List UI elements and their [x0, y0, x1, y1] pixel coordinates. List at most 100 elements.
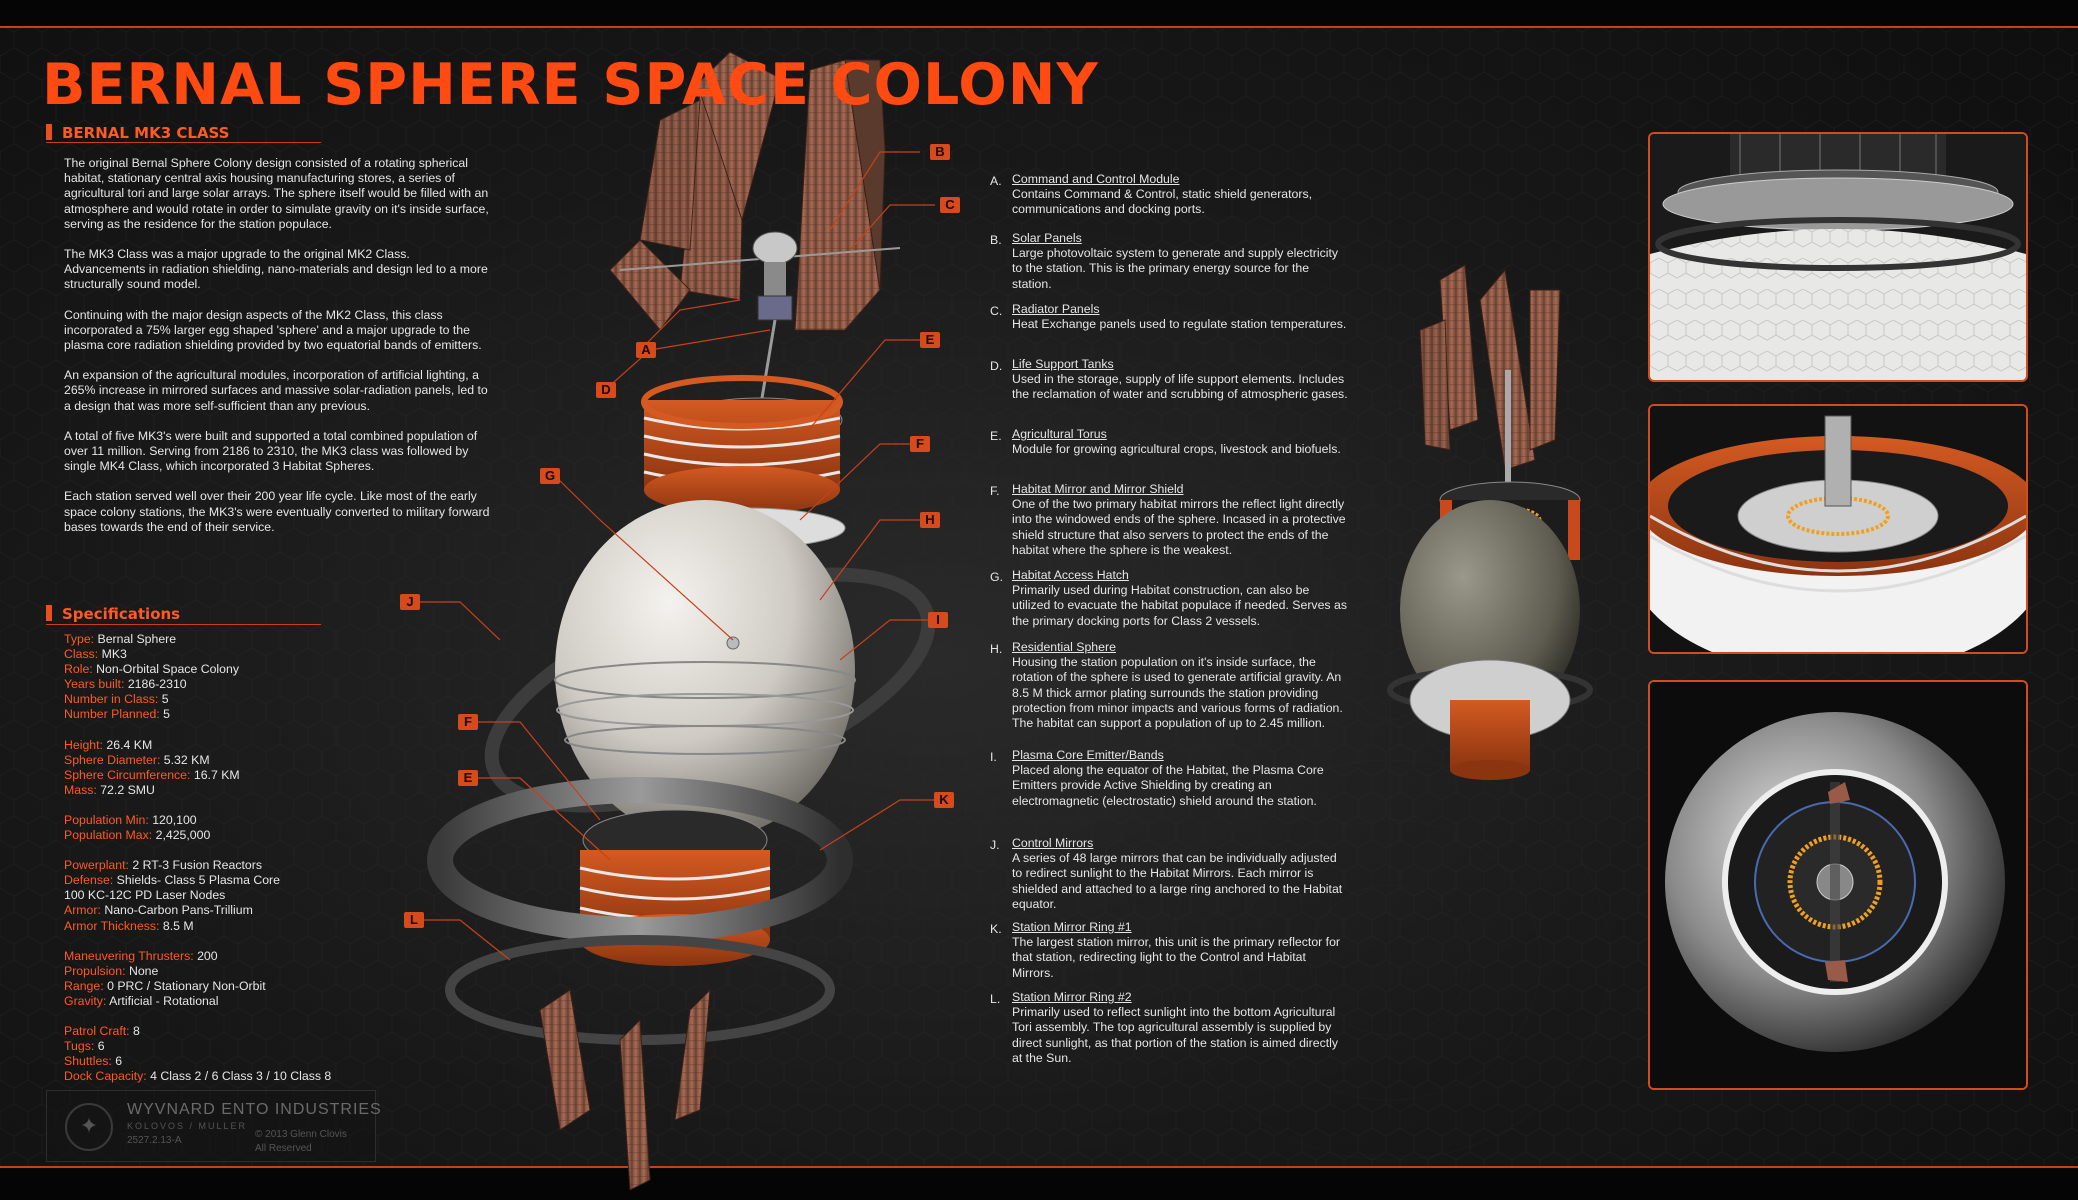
spec-label: Number in Class:	[64, 692, 159, 707]
callout-label: H	[920, 512, 940, 528]
spec-row: Maneuvering Thrusters: 200	[64, 949, 424, 964]
spec-value: None	[128, 963, 159, 978]
spec-group-spacer	[64, 723, 424, 738]
spec-label: Sphere Circumference:	[64, 767, 191, 782]
detail-panel-top-view	[1648, 680, 2028, 1090]
legend-description: Placed along the equator of the Habitat,…	[1012, 763, 1324, 808]
class-heading: BERNAL MK3 CLASS	[46, 124, 230, 142]
station-side-view	[1387, 264, 1593, 780]
legend-name: Radiator Panels	[1012, 302, 1100, 316]
company-subtitle: KOLOVOS / MULLER	[127, 1121, 248, 1131]
legend-name: Life Support Tanks	[1012, 357, 1114, 371]
intro-text: The original Bernal Sphere Colony design…	[64, 156, 490, 550]
station-mirror-ring-1	[427, 777, 853, 943]
spec-label: Range:	[64, 978, 104, 993]
callout-label: F	[910, 436, 930, 452]
spec-value: 6	[115, 1054, 123, 1069]
spec-value: 2186-2310	[127, 677, 187, 692]
spec-group-spacer	[64, 1009, 424, 1024]
spec-value: Artificial - Rotational	[109, 993, 219, 1008]
legend-description: Primarily used during Habitat constructi…	[1012, 583, 1347, 628]
spec-row: Armor Thickness: 8.5 M	[64, 919, 424, 934]
spec-value: Bernal Sphere	[97, 632, 177, 646]
spec-row: Defense: Shields- Class 5 Plasma Core	[64, 873, 424, 888]
spec-value: 200	[197, 948, 218, 963]
detail-panel-torus	[1648, 404, 2028, 654]
spec-value: 6	[97, 1039, 105, 1054]
spec-row: Gravity: Artificial - Rotational	[64, 994, 424, 1009]
spec-value: 4 Class 2 / 6 Class 3 / 10 Class 8	[150, 1069, 332, 1084]
page-title: BERNAL SPHERE SPACE COLONY	[42, 52, 1099, 118]
specs-heading-text: Specifications	[62, 605, 181, 623]
spec-label: Powerplant:	[64, 858, 129, 873]
legend-description: Contains Command & Control, static shiel…	[1012, 187, 1313, 217]
spec-group-spacer	[64, 843, 424, 858]
specs-heading: Specifications	[46, 605, 180, 623]
spec-label: Class:	[64, 647, 99, 662]
legend-letter: L.	[990, 992, 1001, 1006]
legend-letter: C.	[990, 304, 1003, 318]
legend-letter: F.	[990, 484, 1000, 498]
legend-letter: D.	[990, 359, 1003, 373]
callout-label: E	[458, 770, 478, 786]
callout-label: D	[596, 382, 616, 398]
spec-row: Number in Class: 5	[64, 692, 424, 707]
copyright-text: © 2013 Glenn Clovis	[255, 1129, 347, 1140]
heading-marker	[46, 124, 52, 140]
legend-name: Control Mirrors	[1012, 836, 1094, 850]
spec-row: Mass: 72.2 SMU	[64, 783, 424, 798]
spec-row: Powerplant: 2 RT-3 Fusion Reactors	[64, 858, 424, 873]
spec-row: Patrol Craft: 8	[64, 1024, 424, 1039]
spec-label: Patrol Craft:	[64, 1023, 130, 1038]
spec-label: Armor:	[64, 903, 101, 918]
intro-paragraph: Each station served well over their 200 …	[64, 489, 490, 534]
legend-name: Residential Sphere	[1012, 640, 1116, 654]
spec-row: Tugs: 6	[64, 1039, 424, 1054]
spec-value: 26.4 KM	[106, 737, 153, 752]
spec-value: 5	[163, 707, 170, 722]
legend-letter: H.	[990, 642, 1003, 656]
intro-paragraph: Continuing with the major design aspects…	[64, 307, 482, 353]
intro-paragraph: The MK3 Class was a major upgrade to the…	[64, 247, 488, 292]
company-logo-block: ✦ WYVNARD ENTO INDUSTRIES KOLOVOS / MULL…	[46, 1090, 381, 1162]
spec-row: Sphere Diameter: 5.32 KM	[64, 753, 424, 768]
spec-group-spacer	[64, 934, 424, 949]
top-cap-render	[1650, 134, 2026, 380]
lower-radiator-panels	[539, 988, 711, 1191]
legend-name: Habitat Access Hatch	[1012, 568, 1129, 582]
spec-row: Height: 26.4 KM	[64, 738, 424, 753]
legend-description: Heat Exchange panels used to regulate st…	[1012, 317, 1347, 332]
spec-row: Range: 0 PRC / Stationary Non-Orbit	[64, 979, 424, 994]
spec-label: Propulsion:	[64, 963, 126, 978]
callout-label: G	[540, 468, 560, 484]
company-name: WYVNARD ENTO INDUSTRIES	[127, 1101, 382, 1118]
spec-row: Dock Capacity: 4 Class 2 / 6 Class 3 / 1…	[64, 1069, 424, 1084]
bottom-frame-bar	[0, 1166, 2078, 1200]
spec-label: Shuttles:	[64, 1054, 112, 1069]
legend-name: Solar Panels	[1012, 231, 1082, 245]
spec-label: Population Min:	[64, 812, 149, 827]
legend-letter: B.	[990, 233, 1002, 247]
spec-value: Non-Orbital Space Colony	[96, 662, 239, 677]
spec-label: Defense:	[64, 873, 114, 888]
spec-label: Role:	[64, 662, 93, 677]
callout-label: I	[928, 612, 948, 628]
callout-label: F	[458, 714, 478, 730]
spec-label: Height:	[64, 737, 103, 752]
spec-row: Population Max: 2,425,000	[64, 828, 424, 843]
spec-label: Gravity:	[64, 993, 107, 1008]
spec-value-continued: 100 KC-12C PD Laser Nodes	[64, 888, 226, 903]
callout-label: B	[930, 144, 950, 160]
top-view-render	[1650, 682, 2026, 1088]
company-emblem-icon: ✦	[65, 1103, 113, 1151]
class-heading-underline	[46, 142, 321, 143]
legend-letter: J.	[990, 838, 1000, 852]
callout-label: K	[934, 792, 954, 808]
